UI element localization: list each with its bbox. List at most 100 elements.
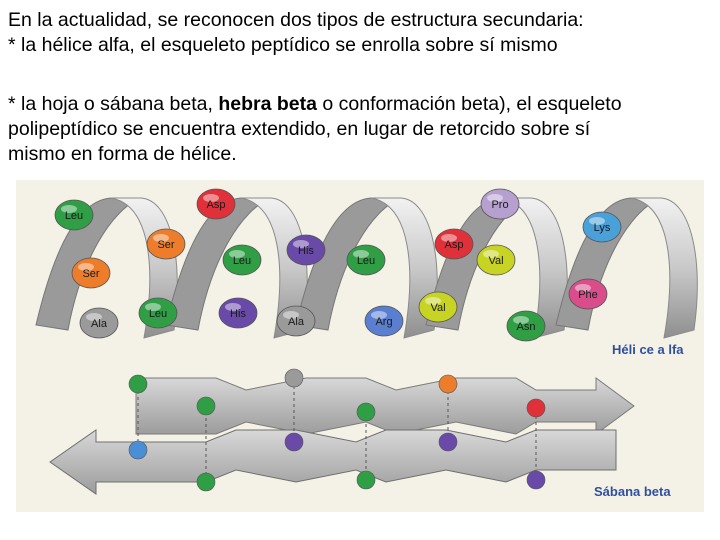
bead-circle xyxy=(346,244,386,276)
bead-label: Ser xyxy=(82,268,99,280)
sheet-residue-dot xyxy=(526,398,546,418)
beta-strand-left xyxy=(49,429,617,495)
bead-circle xyxy=(222,244,262,276)
bead-highlight xyxy=(575,284,591,292)
helix-turn-front xyxy=(500,197,568,339)
bold-term: hebra beta xyxy=(218,93,317,115)
bead-label: Phe xyxy=(578,289,598,301)
amino-acid-bead: Ser xyxy=(146,228,186,260)
amino-acid-bead: Arg xyxy=(364,305,404,337)
bead-highlight xyxy=(61,205,77,213)
bead-circle xyxy=(54,199,94,231)
bead-circle xyxy=(276,305,316,337)
bead-label: Arg xyxy=(375,316,392,328)
bead-label: Pro xyxy=(491,199,508,211)
bead-circle xyxy=(138,297,178,329)
amino-acid-bead: Leu xyxy=(222,244,262,276)
amino-acid-bead: Val xyxy=(418,291,458,323)
helix-label: Héli ce a lfa xyxy=(612,342,684,357)
bead-label: Asp xyxy=(445,239,464,251)
bead-label: His xyxy=(230,308,246,320)
text-line: En la actualidad, se reconocen dos tipos… xyxy=(8,9,584,31)
bead-highlight xyxy=(78,263,94,271)
text-line: polipeptídico se encuentra extendido, en… xyxy=(8,118,591,140)
bead-highlight xyxy=(487,194,503,202)
helix-turn-front xyxy=(630,197,698,339)
text-line: * la hélice alfa, el esqueleto peptídico… xyxy=(8,34,558,56)
amino-acid-bead: Asp xyxy=(434,228,474,260)
sheet-residue-dot xyxy=(128,440,148,460)
sheet-residue-dot xyxy=(438,374,458,394)
sheet-residue-dot xyxy=(356,402,376,422)
amino-acid-bead: Pro xyxy=(480,188,520,220)
bead-label: Val xyxy=(488,255,503,267)
bead-circle xyxy=(71,257,111,289)
bead-highlight xyxy=(441,234,457,242)
amino-acid-bead: Asn xyxy=(506,310,546,342)
bead-circle xyxy=(434,228,474,260)
amino-acid-bead: His xyxy=(218,297,258,329)
bead-label: Leu xyxy=(357,255,375,267)
sheet-residue-dot xyxy=(196,396,216,416)
amino-acid-bead: Val xyxy=(476,244,516,276)
bead-highlight xyxy=(229,250,245,258)
bead-circle xyxy=(506,310,546,342)
bead-label: Leu xyxy=(149,308,167,320)
bead-label: Ala xyxy=(288,316,305,328)
text-line: * la hoja o sábana beta, hebra beta o co… xyxy=(8,92,622,117)
bead-circle xyxy=(196,188,236,220)
bead-highlight xyxy=(293,240,309,248)
bead-label: His xyxy=(298,245,314,257)
bead-circle xyxy=(218,297,258,329)
bead-label: Asn xyxy=(517,321,536,333)
sheet-residue-dot xyxy=(438,432,458,452)
text-line: mismo en forma de hélice. xyxy=(8,143,237,165)
bead-circle xyxy=(476,244,516,276)
sheet-residue-dot xyxy=(284,432,304,452)
bead-label: Ala xyxy=(91,318,108,330)
text-segment: o conformación beta), el esqueleto xyxy=(316,93,622,115)
bead-highlight xyxy=(283,311,299,319)
amino-acid-bead: Leu xyxy=(346,244,386,276)
text-segment: * la hoja o sábana beta, xyxy=(8,93,219,115)
bead-label: Ser xyxy=(157,239,174,251)
amino-acid-bead: His xyxy=(286,234,326,266)
sheet-label: Sábana beta xyxy=(594,484,671,499)
bead-highlight xyxy=(225,303,241,311)
amino-acid-bead: Ala xyxy=(79,307,119,339)
amino-acid-bead: Leu xyxy=(138,297,178,329)
bead-label: Leu xyxy=(65,210,83,222)
paragraph-intro: En la actualidad, se reconocen dos tipos… xyxy=(8,8,584,58)
bead-circle xyxy=(364,305,404,337)
paragraph-beta: * la hoja o sábana beta, hebra beta o co… xyxy=(8,92,622,167)
beta-sheet xyxy=(49,368,635,495)
sheet-residue-dot xyxy=(128,374,148,394)
sheet-residue-dot xyxy=(196,472,216,492)
amino-acid-bead: Ala xyxy=(276,305,316,337)
amino-acid-bead: Lys xyxy=(582,211,622,243)
bead-circle xyxy=(286,234,326,266)
amino-acid-bead: Ser xyxy=(71,257,111,289)
bead-highlight xyxy=(425,297,441,305)
amino-acid-beads: LeuSerAlaAspSerLeuLeuHisHisAlaLeuArgAspV… xyxy=(54,188,622,342)
bead-circle xyxy=(568,278,608,310)
bead-highlight xyxy=(153,234,169,242)
amino-acid-bead: Phe xyxy=(568,278,608,310)
bead-circle xyxy=(146,228,186,260)
bead-label: Leu xyxy=(233,255,251,267)
amino-acid-bead: Leu xyxy=(54,199,94,231)
bead-circle xyxy=(79,307,119,339)
bead-highlight xyxy=(589,217,605,225)
bead-highlight xyxy=(483,250,499,258)
amino-acid-bead: Asp xyxy=(196,188,236,220)
bead-highlight xyxy=(203,194,219,202)
bead-label: Asp xyxy=(207,199,226,211)
bead-highlight xyxy=(513,316,529,324)
bead-highlight xyxy=(86,313,102,321)
bead-highlight xyxy=(145,303,161,311)
protein-structure-figure: LeuSerAlaAspSerLeuLeuHisHisAlaLeuArgAspV… xyxy=(16,180,704,512)
sheet-residue-dot xyxy=(284,368,304,388)
bead-label: Lys xyxy=(594,222,611,234)
bead-label: Val xyxy=(430,302,445,314)
sheet-residue-dot xyxy=(356,470,376,490)
